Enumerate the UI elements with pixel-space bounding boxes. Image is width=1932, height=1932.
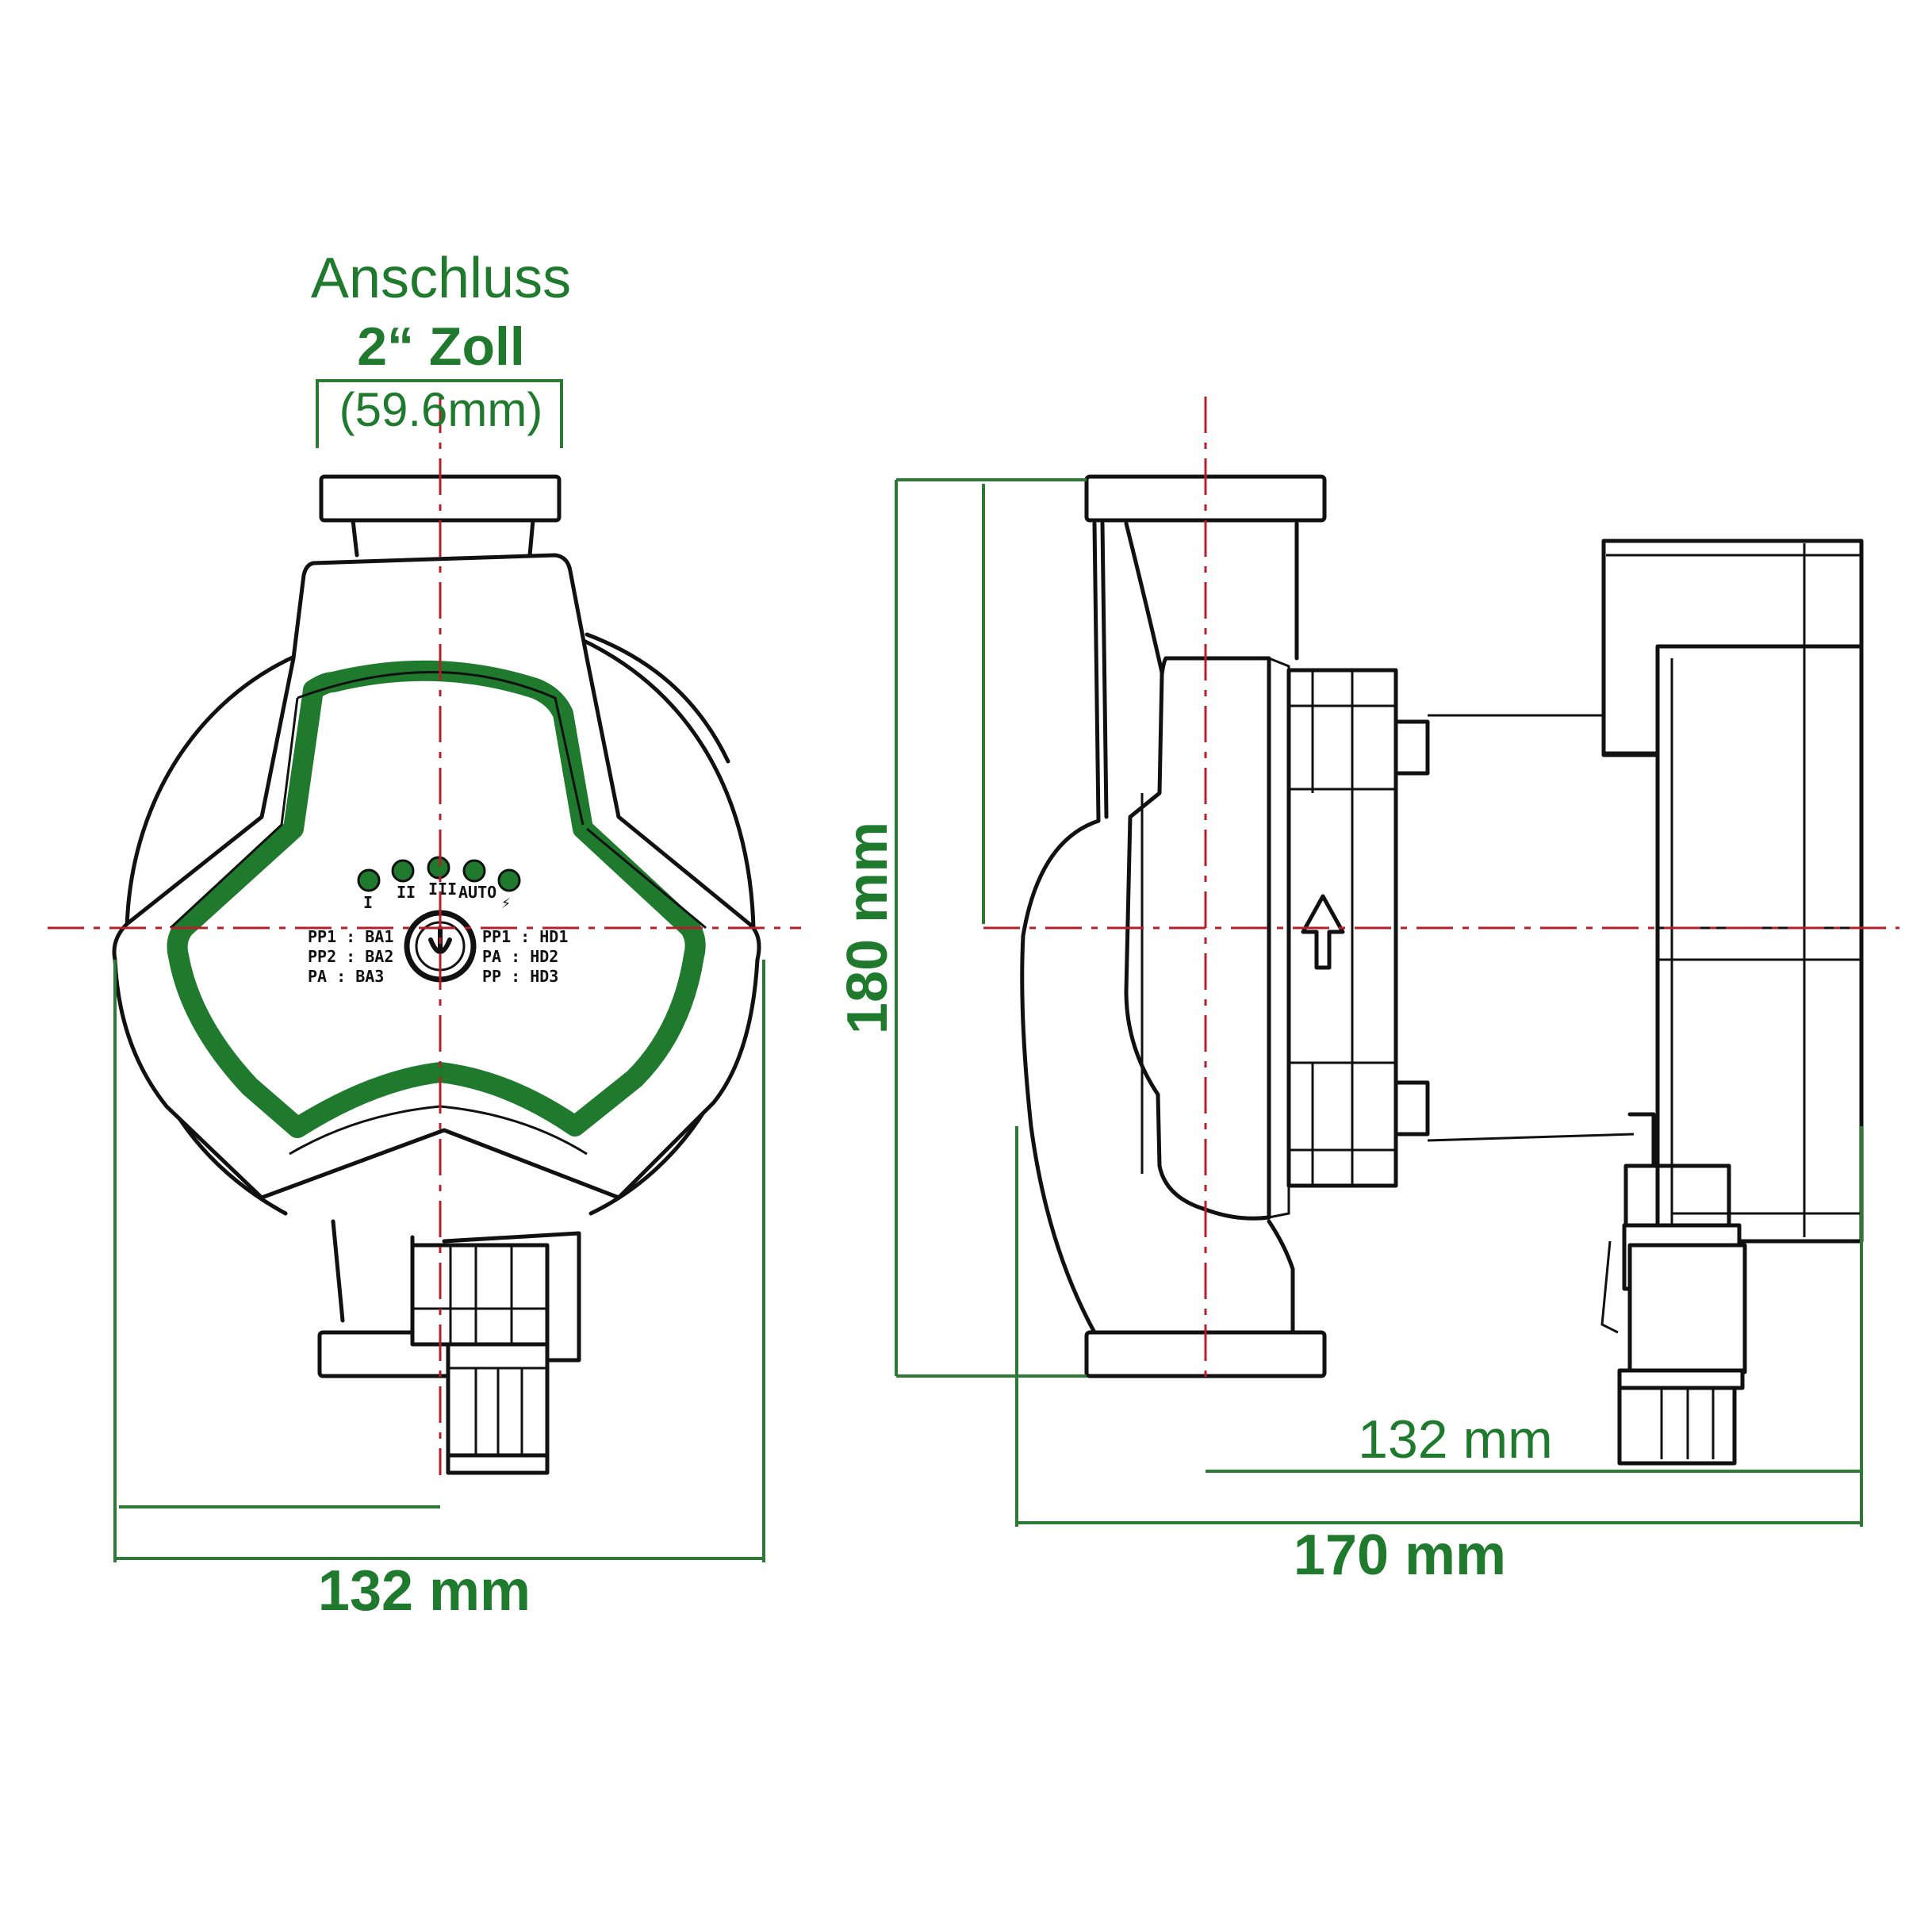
led-mark-1: I	[363, 893, 373, 912]
connection-size: 2“ Zoll	[357, 316, 525, 377]
mode-right-3: PP : HD3	[482, 967, 558, 986]
side-motor-shaft	[1427, 714, 1635, 1142]
height-dimension	[895, 478, 1087, 1378]
height-label: 180 mm	[836, 822, 899, 1034]
connection-dimension	[316, 379, 563, 448]
connection-title: Anschluss	[311, 247, 571, 310]
flow-direction-arrow-icon	[1301, 894, 1345, 970]
led-2	[391, 859, 415, 883]
front-view: I II III AUTO ⚡ PP1 : BA1 PP2 : BA2 PA :…	[112, 474, 761, 1475]
led-5	[497, 868, 521, 892]
mode-left-1: PP1 : BA1	[308, 927, 393, 946]
side-electronic-module	[1601, 539, 1864, 1244]
side-view	[1020, 474, 1864, 1466]
mode-left-2: PP2 : BA2	[308, 947, 393, 966]
side-impeller-plate	[1124, 656, 1271, 1221]
front-width-dimension	[113, 960, 765, 1562]
led-mark-5: ⚡	[501, 893, 511, 912]
connection-mm: (59.6mm)	[339, 383, 543, 436]
front-width-label: 132 mm	[318, 1559, 531, 1623]
led-3	[427, 856, 450, 880]
front-display-ring-outline	[169, 671, 707, 1156]
mode-left-3: PA : BA3	[308, 967, 384, 986]
mode-right-2: PA : HD2	[482, 947, 558, 966]
side-cable-gland	[1600, 1112, 1747, 1466]
led-mark-3: III	[428, 880, 457, 899]
mode-right-1: PP1 : HD1	[482, 927, 568, 946]
total-depth-label: 170 mm	[1294, 1524, 1506, 1587]
led-mark-2: II	[397, 883, 416, 902]
front-top-neck	[351, 518, 535, 558]
depth-dimensions	[1015, 1126, 1863, 1527]
axis-to-back-label: 132 mm	[1358, 1409, 1553, 1470]
led-mark-4: AUTO	[458, 883, 496, 902]
front-housing-inner-arc	[585, 632, 730, 764]
led-1	[357, 868, 381, 892]
led-row: I II III AUTO ⚡	[357, 856, 521, 912]
led-4	[462, 859, 486, 883]
side-volute	[1020, 521, 1299, 1335]
front-connector	[410, 1243, 550, 1475]
